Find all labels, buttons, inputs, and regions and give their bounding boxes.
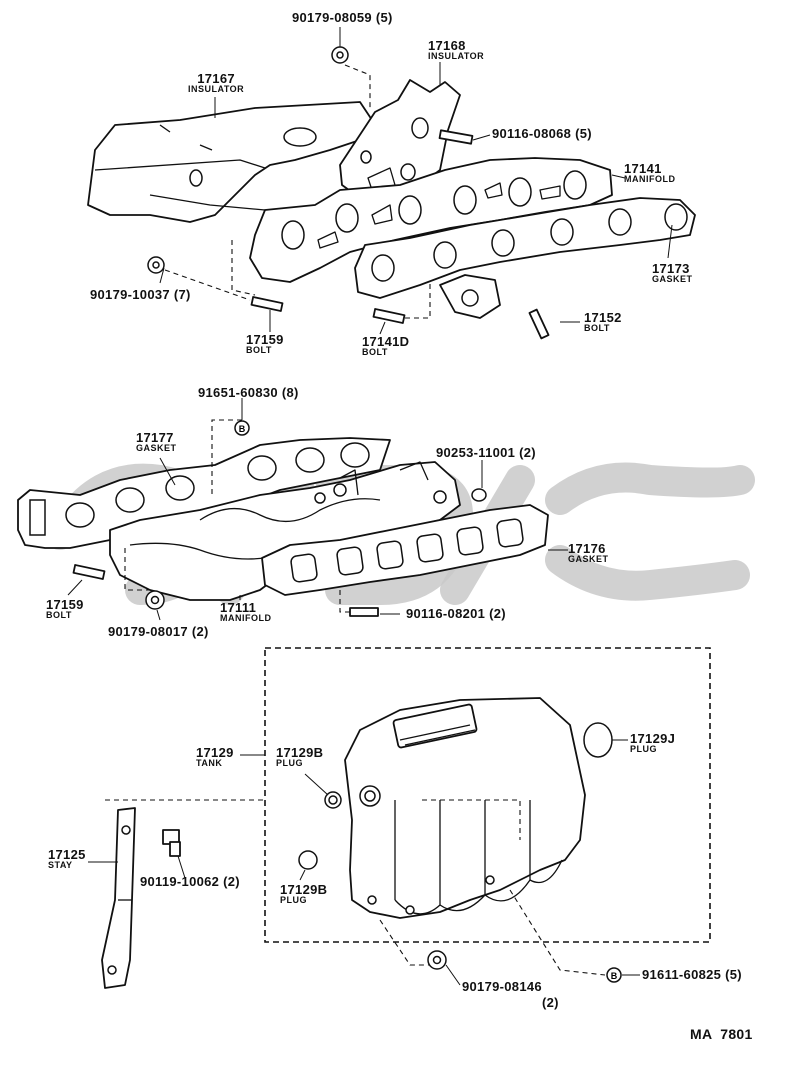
part-number: 91611-60825 (5) [642, 967, 742, 982]
callout-nut-90179-08017: 90179-08017 (2) [108, 625, 209, 638]
part-number: 90119-10062 (2) [140, 874, 240, 889]
part-number: 17168 [428, 38, 466, 53]
callout-stud-90116-08068: 90116-08068 (5) [492, 127, 592, 140]
intake-manifold-17111-shape [109, 461, 461, 601]
intake-gasket-17176-shape [261, 504, 549, 596]
callout-nut-90179-08059: 90179-08059 (5) [292, 11, 393, 24]
part-qty: (2) [542, 995, 559, 1010]
part-number: 17111 [220, 600, 257, 615]
part-number: 90116-08201 (2) [406, 606, 506, 621]
svg-text:B: B [239, 424, 246, 434]
part-name: PLUG [280, 895, 308, 905]
part-name: STAY [48, 860, 73, 870]
fasteners-section2: B [72, 419, 487, 617]
insulator-17168-shape [339, 79, 461, 201]
callout-gasket-17176: 17176 GASKET [568, 542, 609, 564]
svg-text:B: B [611, 971, 618, 981]
part-number: 17176 [568, 541, 606, 556]
callout-bolt-90119-10062: 90119-10062 (2) [140, 875, 240, 888]
callout-nut-90179-08146: 90179-08146 (2) [462, 980, 559, 1009]
callout-stay-17125: 17125 STAY [48, 848, 86, 870]
part-number: 90116-08068 (5) [492, 126, 592, 141]
part-number: 17159 [246, 332, 284, 347]
callout-plug-90253-11001: 90253-11001 (2) [436, 446, 536, 459]
callout-stud-90116-08201: 90116-08201 (2) [406, 607, 506, 620]
callout-tank-17129: 17129 TANK [196, 746, 234, 768]
exhaust-gasket-17173-shape [354, 197, 696, 319]
part-number: 17129B [280, 882, 328, 897]
part-name: INSULATOR [188, 84, 245, 94]
leader-lines [67, 27, 673, 986]
part-name: BOLT [584, 323, 610, 333]
tank-17129-shape [344, 697, 586, 919]
callout-bolt-17159-lower: 17159 BOLT [46, 598, 84, 620]
callout-manifold-17111: 17111 MANIFOLD [220, 601, 272, 623]
part-number: 90179-08059 (5) [292, 10, 393, 25]
callout-bolt-17141d: 17141D BOLT [362, 335, 409, 357]
callout-plug-17129b-top: 17129B PLUG [276, 746, 323, 768]
callout-insulator-17167: 17167 INSULATOR [188, 72, 244, 94]
callout-bolt-91611-60825: 91611-60825 (5) [642, 968, 742, 981]
part-number: 17129 [196, 745, 234, 760]
part-name: GASKET [136, 443, 177, 453]
part-number: 91651-60830 (8) [198, 385, 299, 400]
insulator-17167-shape [87, 101, 373, 223]
callout-plug-17129j: 17129J PLUG [630, 732, 675, 754]
part-number: 17152 [584, 310, 622, 325]
part-number: 17177 [136, 430, 174, 445]
part-number: 17129J [630, 731, 676, 746]
callout-plug-17129b-bottom: 17129B PLUG [280, 883, 327, 905]
part-number: 17159 [46, 597, 84, 612]
part-name: MANIFOLD [624, 174, 676, 184]
part-number: 90179-08146 [462, 979, 542, 994]
part-name: TANK [196, 758, 223, 768]
callout-bolt-17159-upper: 17159 BOLT [246, 333, 284, 355]
part-name: BOLT [362, 347, 388, 357]
part-number: 17129B [276, 745, 324, 760]
callout-nut-90179-10037: 90179-10037 (7) [90, 288, 191, 301]
part-name: GASKET [568, 554, 609, 564]
part-number: 17173 [652, 261, 690, 276]
callout-gasket-17177: 17177 GASKET [136, 431, 177, 453]
callout-bolt-91651-60830: 91651-60830 (8) [198, 386, 299, 399]
part-name: INSULATOR [428, 51, 485, 61]
part-number: 90179-10037 (7) [90, 287, 191, 302]
part-name: PLUG [276, 758, 304, 768]
part-name: PLUG [630, 744, 658, 754]
part-name: BOLT [46, 610, 72, 620]
part-number: 17167 [197, 71, 235, 86]
callout-manifold-17141: 17141 MANIFOLD [624, 162, 676, 184]
part-number: 90253-11001 (2) [436, 445, 536, 460]
part-name: BOLT [246, 345, 272, 355]
callout-insulator-17168: 17168 INSULATOR [428, 39, 484, 61]
callout-gasket-17173: 17173 GASKET [652, 262, 693, 284]
part-number: 90179-08017 (2) [108, 624, 209, 639]
fasteners-section3: B [101, 722, 622, 989]
part-name: GASKET [652, 274, 693, 284]
part-number: 17141D [362, 334, 410, 349]
tank-frame [105, 647, 711, 943]
part-number: 17125 [48, 847, 86, 862]
part-number: 17141 [624, 161, 662, 176]
fasteners-section1 [147, 46, 550, 340]
callout-bolt-17152: 17152 BOLT [584, 311, 622, 333]
diagram-code: MA 7801 [690, 1026, 753, 1042]
exhaust-manifold-17141-shape [249, 157, 613, 283]
part-name: MANIFOLD [220, 613, 272, 623]
